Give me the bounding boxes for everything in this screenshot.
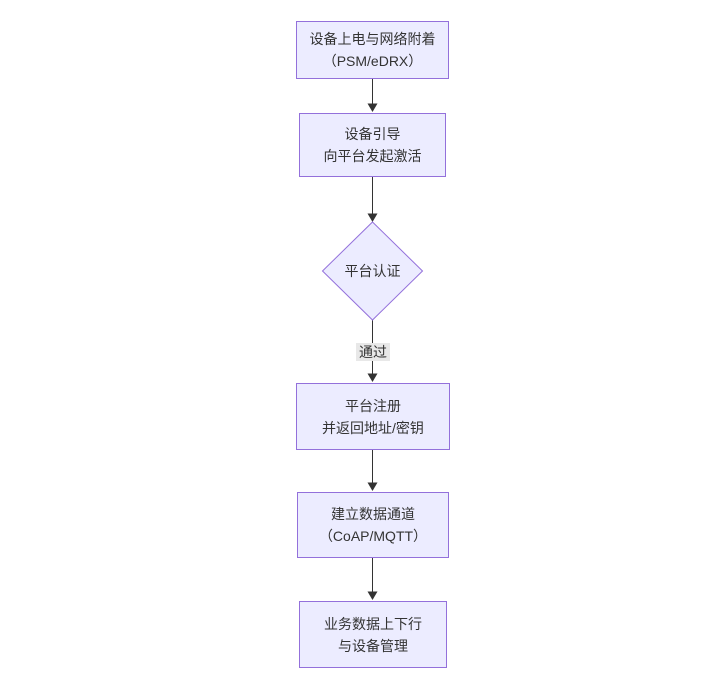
node-label-line: 设备引导 — [344, 126, 401, 142]
node-platform-register: 平台注册 并返回地址/密钥 — [296, 383, 450, 450]
arrowhead-e-f-icon — [367, 591, 378, 600]
node-label-line: 建立数据通道 — [331, 506, 415, 522]
node-bootstrap-activate: 设备引导 向平台发起激活 — [299, 113, 446, 177]
node-power-attach: 设备上电与网络附着 （PSM/eDRX） — [296, 21, 449, 79]
node-business-data: 业务数据上下行 与设备管理 — [299, 601, 447, 668]
node-data-channel: 建立数据通道 （CoAP/MQTT） — [297, 492, 449, 558]
arrowhead-a-b-icon — [367, 103, 378, 112]
node-label-line: 向平台发起激活 — [323, 148, 422, 164]
arrowhead-d-e-icon — [367, 482, 378, 491]
arrowhead-c-d-icon — [367, 373, 378, 382]
node-label-line: （CoAP/MQTT） — [318, 528, 428, 544]
node-label-line: 业务数据上下行 — [324, 615, 422, 632]
arrowhead-b-c-icon — [367, 213, 378, 222]
edge-label-pass: 通过 — [356, 343, 390, 361]
node-label-line: 与设备管理 — [338, 637, 408, 654]
node-platform-auth-label: 平台认证 — [344, 263, 401, 279]
node-label-line: （PSM/eDRX） — [322, 53, 423, 69]
node-label-line: 设备上电与网络附着 — [309, 31, 436, 47]
node-label-line: 并返回地址/密钥 — [322, 419, 424, 436]
node-label-line: 平台注册 — [345, 397, 401, 414]
